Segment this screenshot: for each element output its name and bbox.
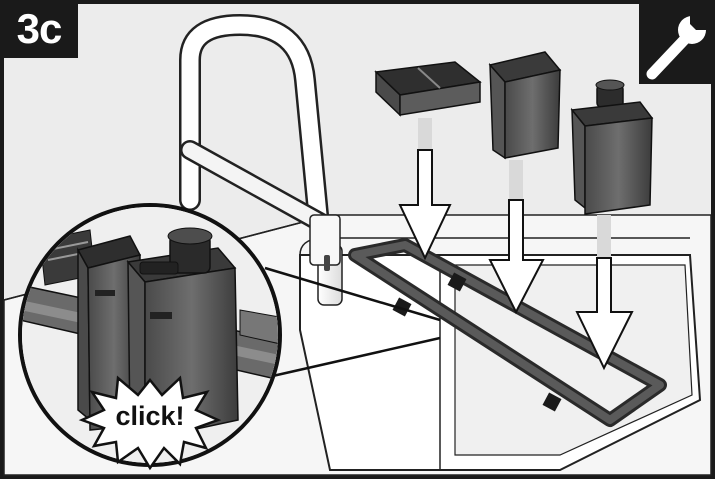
arrow-cup-down	[488, 160, 545, 315]
click-starburst	[78, 375, 222, 471]
sink-rail	[348, 238, 667, 427]
faucet	[179, 13, 343, 306]
soap-dispenser-accessory	[570, 79, 654, 215]
tray-accessory	[374, 61, 482, 117]
callout-leader-bottom	[254, 336, 441, 382]
click-callout-text: click!	[115, 401, 185, 431]
cup-accessory	[488, 51, 562, 160]
step-number-badge: 3c	[0, 0, 78, 58]
callout-leader-top	[264, 266, 441, 322]
arrow-tray-down	[398, 118, 452, 261]
wrench-icon	[639, 4, 711, 84]
arrow-dispenser-down	[575, 215, 634, 371]
